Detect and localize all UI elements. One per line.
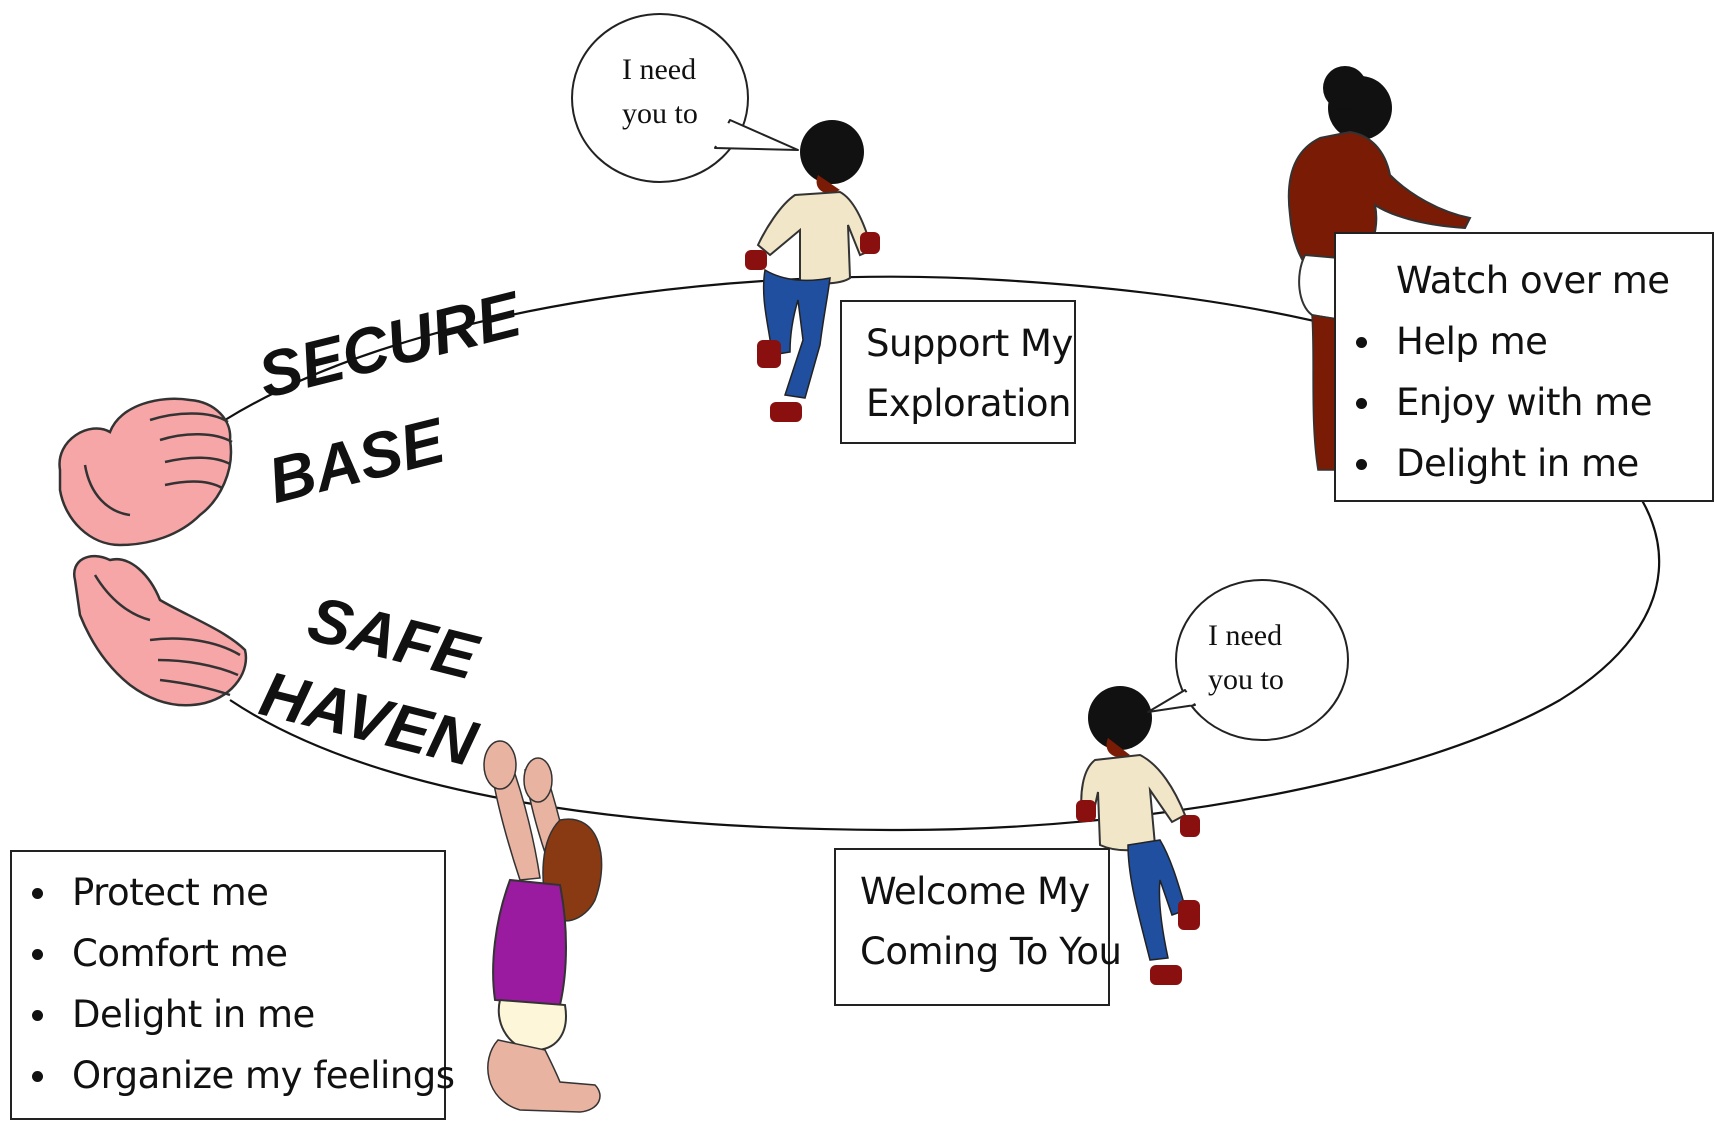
speech-bubble-icon xyxy=(571,13,799,183)
box-line: Exploration xyxy=(866,382,1071,425)
toddler-reaching-icon xyxy=(483,740,603,1113)
bubble-line: you to xyxy=(1208,663,1284,696)
watch-over-heading: Watch over me xyxy=(1396,259,1670,302)
toddler-walking-icon xyxy=(745,120,880,422)
protect-box: Protect me Comfort me Delight in me Orga… xyxy=(10,850,455,1120)
protect-list: Protect me Comfort me Delight in me Orga… xyxy=(12,862,455,1106)
speech-bubble-top-text: I need you to xyxy=(622,48,698,136)
speech-bubble-icon xyxy=(1147,579,1349,741)
open-hand-icon xyxy=(72,554,248,707)
list-item: Delight in me xyxy=(1336,433,1712,494)
speech-bubble-bottom-text: I need you to xyxy=(1208,614,1284,702)
watch-over-box: Watch over me Help me Enjoy with me Deli… xyxy=(1334,232,1714,502)
welcome-coming-box: Welcome My Coming To You xyxy=(834,848,1122,1006)
list-item: Delight in me xyxy=(12,984,444,1045)
box-line: Welcome My xyxy=(860,870,1090,913)
list-item: Comfort me xyxy=(12,923,444,984)
list-item: Enjoy with me xyxy=(1336,372,1712,433)
open-hand-icon xyxy=(58,397,233,547)
box-line: Support My xyxy=(866,322,1073,365)
watch-over-list: Help me Enjoy with me Delight in me xyxy=(1336,311,1712,494)
list-item: Help me xyxy=(1336,311,1712,372)
bubble-line: I need xyxy=(622,53,697,86)
box-line: Coming To You xyxy=(860,930,1122,973)
list-item: Protect me xyxy=(12,862,444,923)
bubble-line: I need xyxy=(1208,619,1283,652)
list-item: Organize my feelings xyxy=(12,1045,455,1106)
support-exploration-box: Support My Exploration xyxy=(840,300,1076,444)
toddler-walking-icon xyxy=(1076,686,1200,985)
bubble-line: you to xyxy=(622,97,698,130)
